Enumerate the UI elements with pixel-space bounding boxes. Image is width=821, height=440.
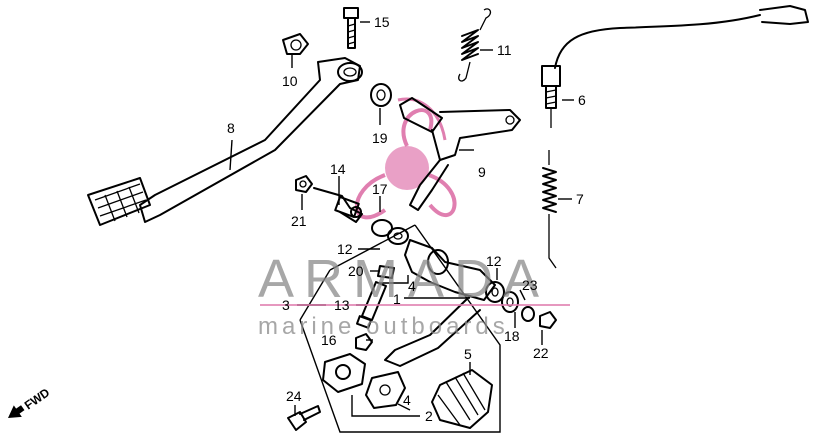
brake-pedal-part — [87, 57, 363, 226]
callout-numbers: 15 10 11 6 8 19 9 14 17 7 21 12 12 20 4 … — [227, 14, 586, 424]
callout-18: 18 — [504, 328, 520, 344]
fwd-direction-marker: FWD — [8, 385, 53, 418]
callout-13: 13 — [334, 297, 350, 313]
bolt-24-part — [287, 405, 321, 431]
callout-17: 17 — [372, 181, 388, 197]
washer-12-part — [371, 219, 505, 303]
callout-19: 19 — [372, 130, 388, 146]
spring-11-part — [458, 8, 492, 82]
callout-2: 2 — [425, 408, 433, 424]
nut-21-part — [295, 175, 313, 193]
callout-1: 1 — [393, 291, 401, 307]
callout-5: 5 — [464, 346, 472, 362]
callout-20: 20 — [348, 263, 364, 279]
brake-cable-part — [541, 5, 809, 128]
fwd-label: FWD — [22, 385, 53, 412]
callout-6: 6 — [578, 92, 586, 108]
shift-arm-part — [384, 239, 496, 367]
callout-11: 11 — [497, 42, 512, 58]
callout-4-lower: 4 — [403, 392, 411, 408]
washer-19-part — [370, 83, 392, 107]
rubber-5-part — [431, 369, 493, 429]
lower-pivot-part — [322, 353, 406, 409]
callout-21: 21 — [291, 213, 307, 229]
watermark-logo — [354, 97, 457, 220]
cap-part — [282, 33, 309, 55]
pivot-pin-part — [313, 187, 363, 223]
callout-3: 3 — [282, 297, 290, 313]
callout-7: 7 — [576, 191, 584, 207]
nut-22-part — [521, 306, 557, 329]
callout-4-upper: 4 — [408, 278, 416, 294]
bolt-15-part — [343, 7, 359, 49]
nut-16-part — [355, 333, 373, 351]
callout-15: 15 — [374, 14, 390, 30]
fwd-arrow-icon — [8, 405, 25, 418]
watermark-tagline: marine outboards — [258, 313, 509, 340]
rod-spring-part — [542, 150, 557, 269]
callout-16: 16 — [321, 332, 337, 348]
watermark-brand: ARMADA — [258, 249, 549, 309]
callout-8: 8 — [227, 120, 235, 136]
brake-arm-part — [399, 97, 521, 211]
callout-23: 23 — [522, 277, 538, 293]
callout-14: 14 — [330, 161, 346, 177]
callout-12-left: 12 — [337, 241, 353, 257]
callout-22: 22 — [533, 345, 549, 361]
watermark: ARMADA marine outboards — [258, 249, 570, 340]
callout-10: 10 — [282, 73, 298, 89]
callout-9: 9 — [478, 164, 486, 180]
callout-12-right: 12 — [486, 253, 502, 269]
callout-24: 24 — [286, 388, 302, 404]
